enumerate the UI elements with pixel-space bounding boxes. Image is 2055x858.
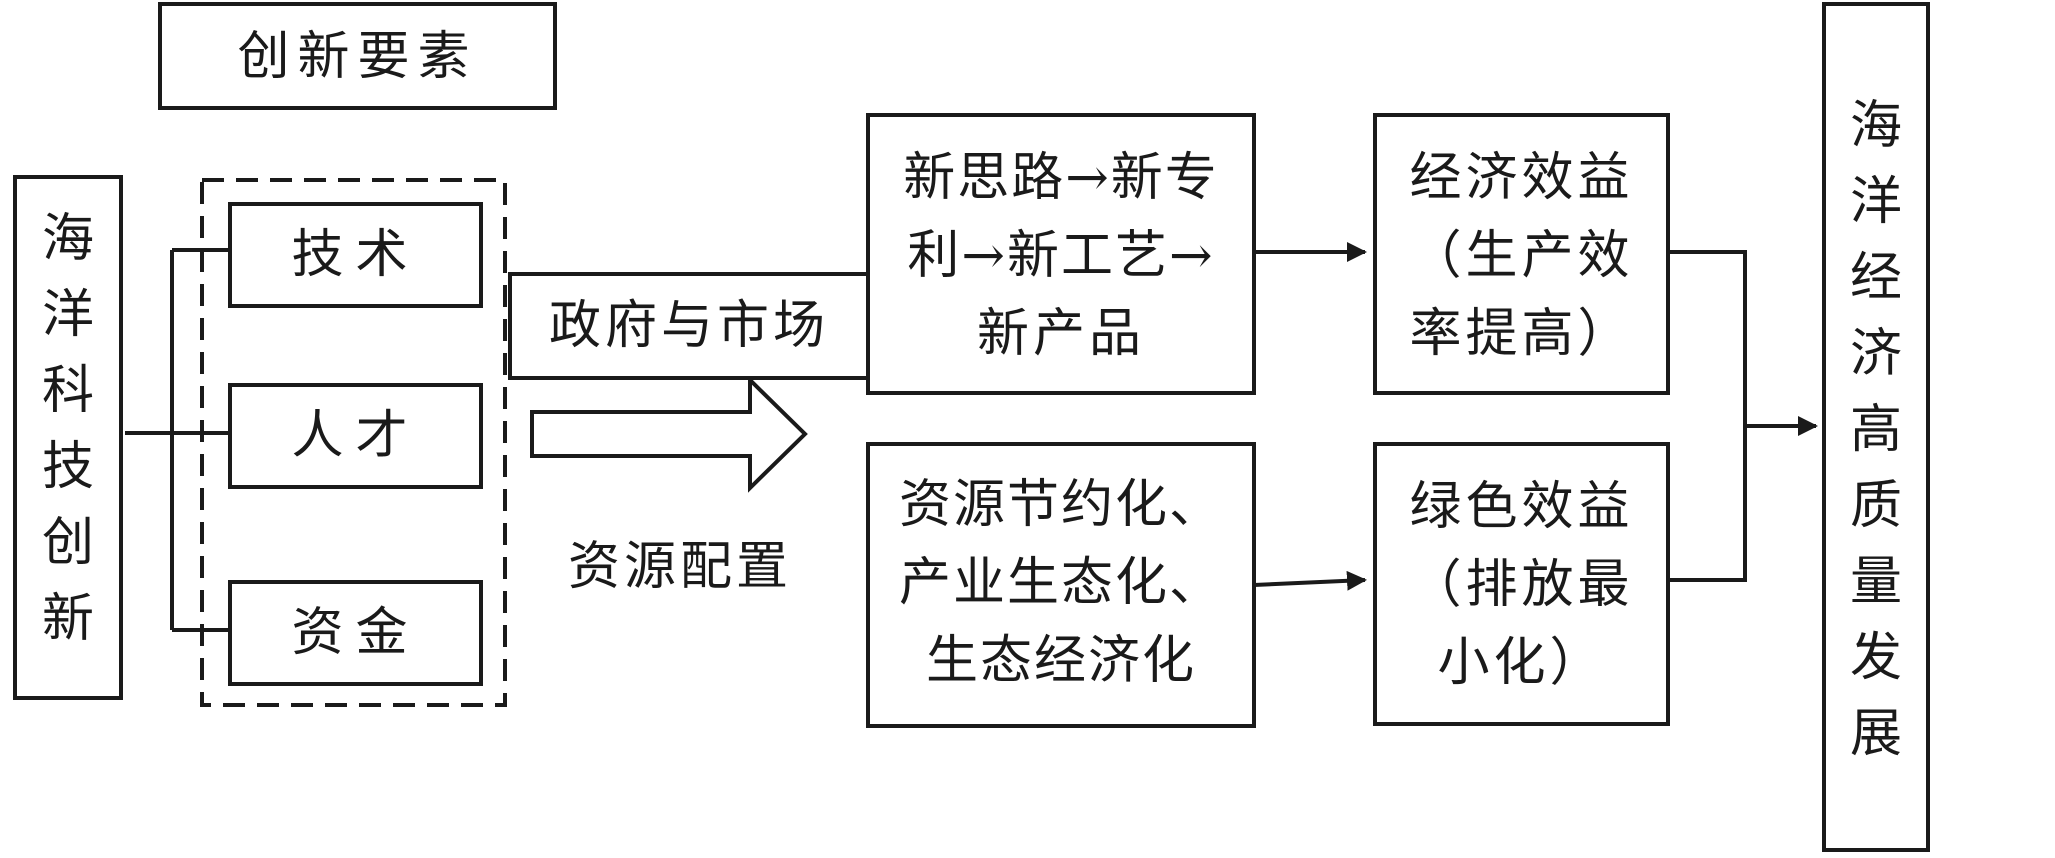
economic-benefit-box: 经济效益 （生产效 率提高） xyxy=(1373,113,1670,395)
element-capital: 资金 xyxy=(228,580,483,686)
green-process-box: 资源节约化、 产业生态化、 生态经济化 xyxy=(866,442,1256,728)
arrow-to-green xyxy=(1253,570,1367,591)
government-market-box: 政府与市场 xyxy=(508,272,870,380)
innovation-elements-title: 创新要素 xyxy=(237,27,478,87)
marine-tech-innovation-box: 海洋科 技创新 xyxy=(13,175,123,700)
new-process-box: 新思路→新专 利→新工艺→ 新产品 xyxy=(866,113,1256,395)
resource-allocation-label: 资源配置 xyxy=(567,537,792,597)
resource-allocation-arrow xyxy=(530,375,808,493)
right-bracket xyxy=(1668,250,1747,582)
marine-economy-high-quality-label: 海洋经 济高质 量发展 xyxy=(1849,96,1902,764)
green-benefit-box: 绿色效益 （排放最 小化） xyxy=(1373,442,1670,726)
government-market-label: 政府与市场 xyxy=(548,296,829,356)
elements-dashed-group xyxy=(200,178,507,707)
element-talent: 人才 xyxy=(228,383,483,489)
element-technology: 技术 xyxy=(228,202,483,308)
marine-tech-innovation-label: 海洋科 技创新 xyxy=(41,209,94,649)
innovation-elements-title-box: 创新要素 xyxy=(158,2,557,110)
left-bracket xyxy=(125,248,228,632)
marine-economy-high-quality-box: 海洋经 济高质 量发展 xyxy=(1822,2,1930,852)
